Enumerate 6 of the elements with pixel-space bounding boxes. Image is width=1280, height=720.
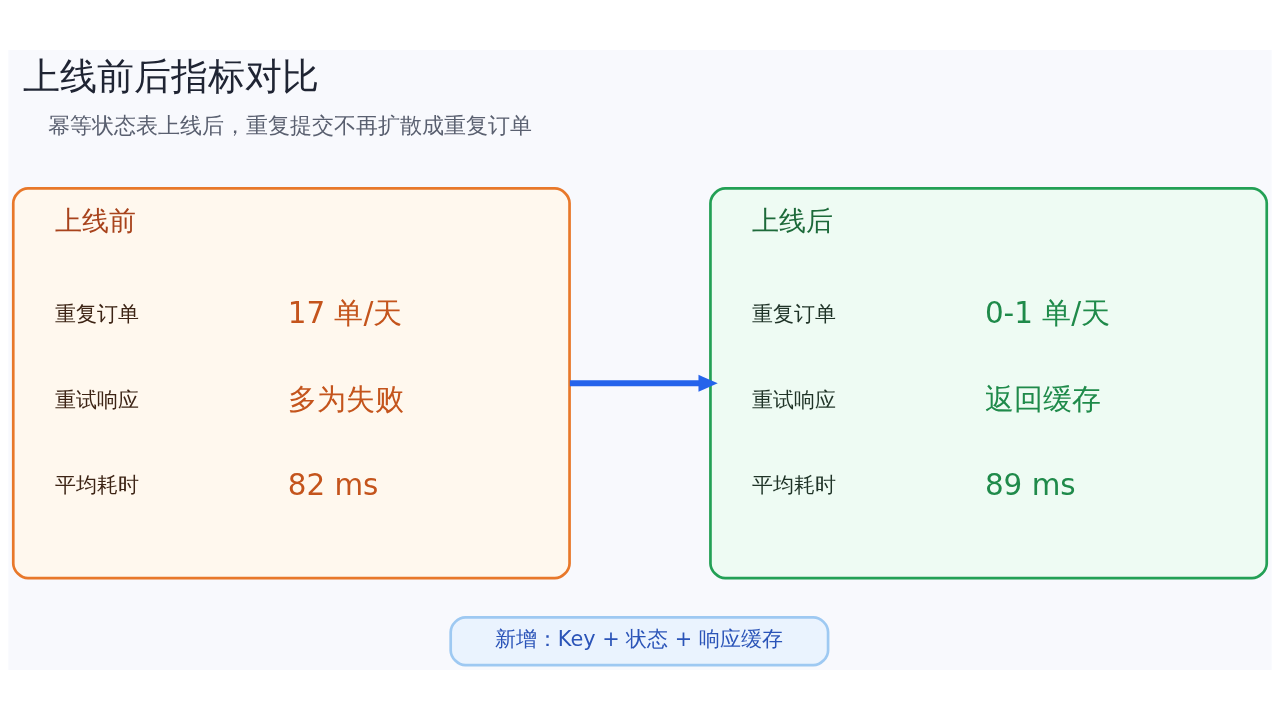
diagram-title: 上线前后指标对比: [23, 55, 320, 99]
arrow: [569, 374, 718, 392]
node-box: 上线前 重复订单 17 单/天 重试响应 多为失败 平均耗时 82 ms: [11, 187, 571, 580]
node-box: 新增：Key + 状态 + 响应缓存: [449, 615, 830, 667]
label: 幂等状态表上线后，重复提交不再扩散成重复订单: [48, 112, 533, 138]
node-box: 上线后 重复订单 0-1 单/天 重试响应 返回缓存 平均耗时 89 ms: [709, 187, 1269, 580]
